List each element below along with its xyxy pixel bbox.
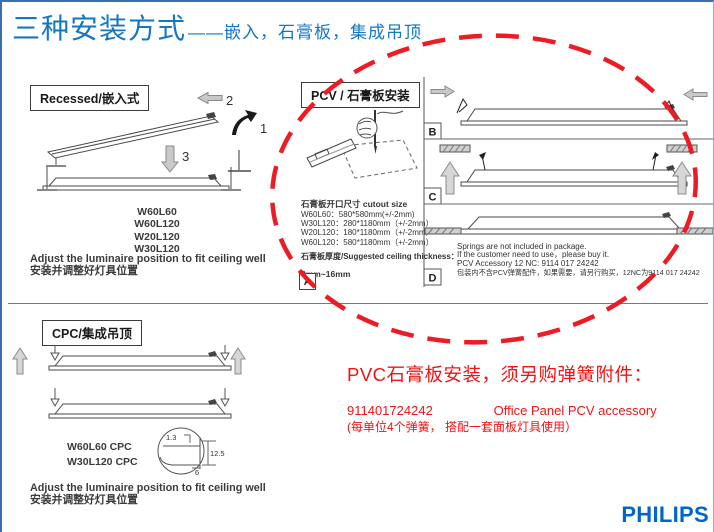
panel-connector [208,399,217,405]
step-number: 3 [182,149,189,164]
accessory-code: 911401724242 [347,403,433,418]
cutout-line: W60L60：580*580mm(+/-2mm) [301,210,415,219]
recessed-diagram: 2 1 3 [37,91,267,191]
model-item: W60L120 [134,218,180,231]
caption-cn: 安装并调整好灯具位置 [30,264,138,277]
cpc-section-label: CPC/集成吊顶 [42,320,142,346]
cpc-caption: Adjust the luminaire position to fit cei… [30,482,266,507]
note-line: PCV Accessory 12 NC: 9114 017 24242 [457,258,599,268]
dim-top: 1.3 [166,433,176,442]
caption-en: Adjust the luminaire position to fit cei… [30,253,266,265]
slide-title-row: 三种安装方式 ——嵌入，石膏板，集成吊顶 [12,7,422,47]
arrow-right-icon [430,85,455,98]
arrow-up-icon [440,161,460,195]
saw-icon [306,138,357,168]
philips-logo: PHILIPS [621,502,709,527]
spring-icon [456,97,468,114]
caption-en: Adjust the luminaire position to fit cei… [30,482,266,494]
cutout-line: W20L120：180*1180mm（+/-2mm） [301,228,434,238]
arrow-left-icon [683,88,708,101]
utility-knife-icon [356,110,404,154]
model-item: W20L120 [134,230,180,243]
cutout-size-block: 石膏板开口尺寸 cutout size W60L60：580*580mm(+/-… [301,199,459,279]
recessed-section-label: Recessed/嵌入式 [30,85,150,111]
step-c-row: C [423,144,713,205]
cutout-line: W30L120：280*1180mm（+/-2mm） [301,219,434,229]
accessory-name: Office Panel PCV accessory [493,403,657,418]
dim-bottom: 6 [195,468,199,477]
step-label-c: C [429,192,437,204]
curved-arrow-icon [232,110,257,135]
arrow-down-icon [220,398,230,408]
model-item: W60L60 CPC [67,441,132,453]
cpc-model-list: W60L60 CPC W30L120 CPC [67,440,138,470]
arrow-down-icon [160,145,180,173]
note-line: 包装内不含PCV弹簧配件，如果需要，请另行购买，12NC为9114 017 24… [457,267,700,277]
model-item: W30L120 CPC [67,456,138,468]
model-item: W60L60 [137,206,177,218]
recessed-lineart [37,112,251,191]
cpc-edge-detail: 1.3 12.5 6 [157,427,225,477]
cpc-diagram [12,345,246,419]
step-number: 2 [226,93,233,108]
thickness-label: 石膏板厚度/Suggested ceiling thickness： [301,251,459,261]
arrow-left-icon [196,91,223,105]
page-subtitle: ——嵌入，石膏板，集成吊顶 [188,23,423,42]
step-label-a: A [299,273,316,290]
page-title: 三种安装方式 [12,13,187,44]
thickness-value: 8mm~16mm [301,268,351,279]
ceiling-hatch [439,144,698,153]
cutout-line: W60L120：580*1180mm（+/-2mm） [301,237,434,247]
arrow-down-icon [50,398,60,408]
step-b-row: B [423,85,713,140]
panel-connector [208,351,217,357]
cpc-panel-bottom [48,388,232,419]
accessory-headline: PVC石膏板安装，须另购弹簧附件： [347,364,653,385]
step-label-b: B [429,127,437,139]
dim-right: 12.5 [210,449,225,458]
model-item: W30L120 [134,243,180,256]
arrow-down-icon [220,352,230,362]
cutout-title: 石膏板开口尺寸 cutout size [301,199,408,209]
recessed-model-list: W60L60 W60L120 W20L120 W30L120 [97,206,217,256]
step-number: 1 [260,121,267,136]
section-divider [8,303,708,304]
springs-note: Springs are not included in package. If … [457,242,700,277]
accessory-detail: (每单位4个弹簧， 搭配一套面板灯具使用） [347,420,578,434]
step-label-d: D [429,273,437,285]
arrow-up-icon [12,347,28,375]
arrow-up-icon [230,347,246,375]
cpc-panel-top [12,345,246,375]
caption-cn: 安装并调整好灯具位置 [30,493,138,506]
pcv-cutting-diagram [306,110,418,179]
panel-connector [206,112,216,119]
arrow-down-icon [50,352,60,362]
pcv-section-label: PCV / 石膏板安装 [301,82,420,108]
recessed-caption: Adjust the luminaire position to fit cei… [30,253,266,278]
accessory-code-row: 911401724242 Office Panel PCV accessory [347,403,657,418]
